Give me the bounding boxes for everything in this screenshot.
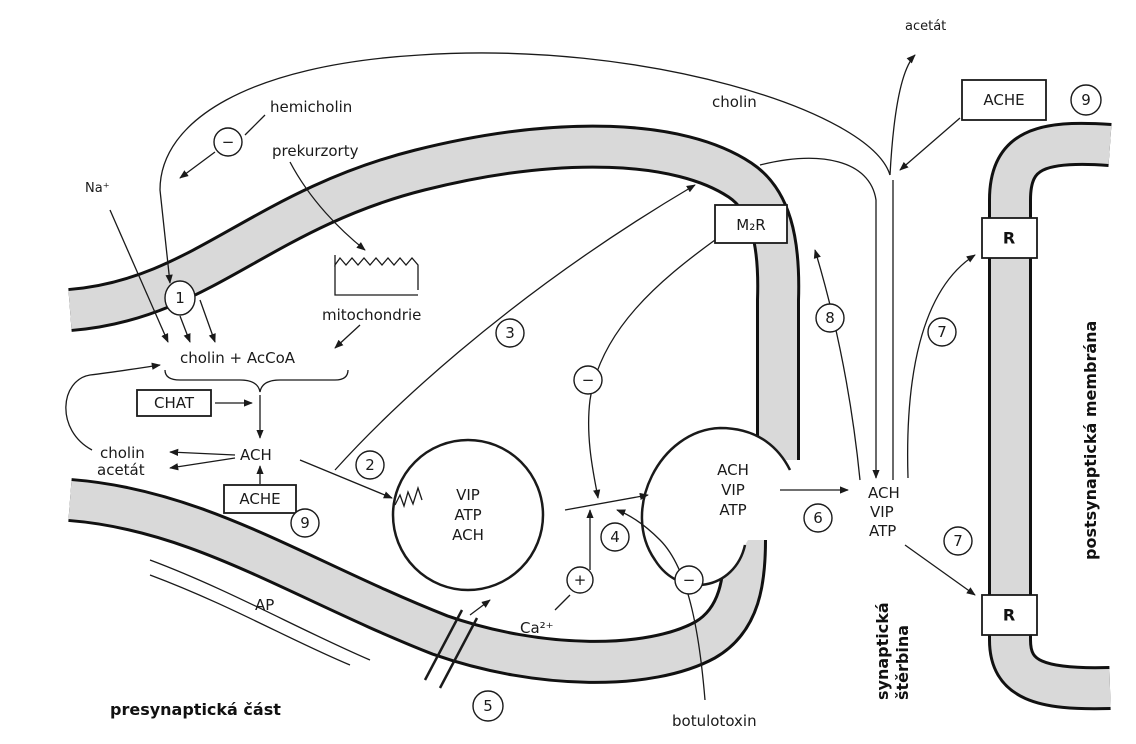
ach-left-label: ACH (240, 446, 272, 464)
num5: 4 (610, 528, 620, 546)
vesicle2-ach: ACH (717, 461, 749, 479)
acetat-arrow (890, 55, 915, 175)
ach-to-cholin-arrow (170, 452, 235, 455)
cleft-ach: ACH (868, 484, 900, 502)
num4: 5 (483, 697, 493, 715)
vesicle1-vip: VIP (456, 486, 480, 504)
hemicholin-arrow (180, 152, 215, 178)
prekurzorty-label: prekurzorty (272, 142, 359, 160)
synaptic-cleft-label: synaptická štěrbina (873, 602, 912, 700)
cholin-left-label: cholin (100, 444, 145, 462)
synaptic-cleft-line1: synaptická (873, 602, 892, 700)
transporter-label: 1 (175, 289, 185, 307)
vesicle2-atp: ATP (719, 501, 746, 519)
receptor-top-label: R (1003, 229, 1015, 248)
num7-bottom: 7 (953, 532, 963, 550)
ache-left-label: ACHE (239, 490, 280, 508)
path-8-arrow (815, 250, 860, 480)
chat-label: CHAT (154, 394, 195, 412)
ca-line (555, 595, 570, 610)
vesicle1-ach: ACH (452, 526, 484, 544)
botulotoxin-label: botulotoxin (672, 712, 757, 730)
ache-right-arrow (900, 118, 960, 170)
vesicle1-atp: ATP (454, 506, 481, 524)
receptor-bottom-label: R (1003, 606, 1015, 625)
num9-left: 9 (300, 514, 310, 532)
acetat-top-label: acetát (905, 19, 946, 34)
m2r-label: M₂R (736, 216, 765, 234)
cholin-top-label: cholin (712, 93, 757, 111)
cleft-atp: ATP (869, 522, 896, 540)
postsynaptic-label: postsynaptická membrána (1081, 321, 1100, 560)
mitochondrion-shape (335, 255, 418, 290)
path-7-top-arrow (908, 255, 975, 478)
m2r-minus: − (582, 371, 595, 389)
ca-label: Ca²⁺ (520, 619, 554, 637)
botulotoxin-minus: − (683, 571, 696, 589)
num2: 2 (365, 456, 375, 474)
num7-top: 7 (937, 323, 947, 341)
hemicholin-label: hemicholin (270, 98, 352, 116)
vesicle-2 (642, 428, 790, 585)
num9-right: 9 (1081, 91, 1091, 109)
hemicholin-minus: − (222, 133, 235, 151)
ca-plus: + (574, 571, 587, 589)
mitochondrion-base (335, 265, 418, 295)
vesicle-transfer-arrow (565, 495, 648, 510)
transport-arrow-2 (200, 300, 215, 342)
num3: 3 (505, 324, 515, 342)
ach-to-acetat-arrow (170, 458, 235, 468)
synaptic-cleft-line2: štěrbina (893, 625, 912, 700)
ache-right-label: ACHE (983, 91, 1024, 109)
na-label: Na⁺ (85, 181, 110, 196)
presynaptic-label: presynaptická část (110, 700, 281, 719)
num6: 6 (813, 509, 823, 527)
mitochondrie-arrow (335, 325, 360, 348)
num8: 8 (825, 309, 835, 327)
hemicholin-line (245, 115, 265, 135)
ap-label: AP (255, 596, 274, 614)
brace (165, 370, 348, 392)
cholin-acoa-label: cholin + AcCoA (180, 349, 296, 367)
acetat-left-label: acetát (97, 461, 145, 479)
mitochondrie-label: mitochondrie (322, 306, 421, 324)
postsynaptic-label-group: postsynaptická membrána (1081, 321, 1100, 560)
cleft-vip: VIP (870, 503, 894, 521)
vesicle2-vip: VIP (721, 481, 745, 499)
transport-arrow-1 (180, 316, 190, 342)
